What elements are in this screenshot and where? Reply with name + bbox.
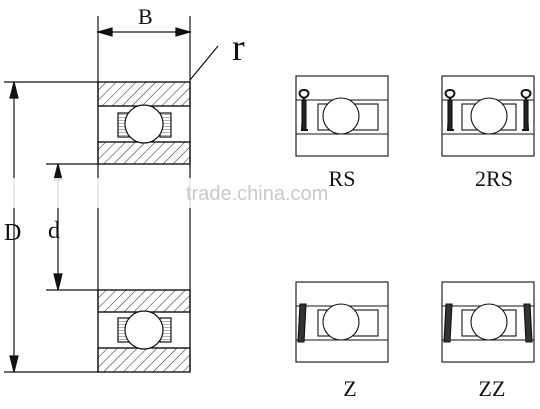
variant-z-label: Z [343,376,356,401]
variant-2rs-label: 2RS [475,166,513,191]
variant-rs-label: RS [329,166,356,191]
width-dimension [95,16,193,82]
bore-label: d [48,218,60,244]
lower-section [97,289,191,373]
variant-zz-label: ZZ [479,376,506,401]
outer-diameter-label: D [4,220,21,246]
bearing-section [4,16,219,373]
bore-dimension [46,163,98,291]
watermark-text: trade.china.com [186,183,328,205]
variant-zz [441,281,535,363]
variant-z [295,281,389,363]
radius-label: r [232,27,245,69]
width-label: B [138,4,153,29]
radius-leader [189,45,219,81]
upper-section [97,81,191,165]
watermark-band [0,178,300,208]
variant-2rs [441,75,535,157]
variant-rs [295,75,389,157]
outer-diameter-dimension [4,81,98,373]
